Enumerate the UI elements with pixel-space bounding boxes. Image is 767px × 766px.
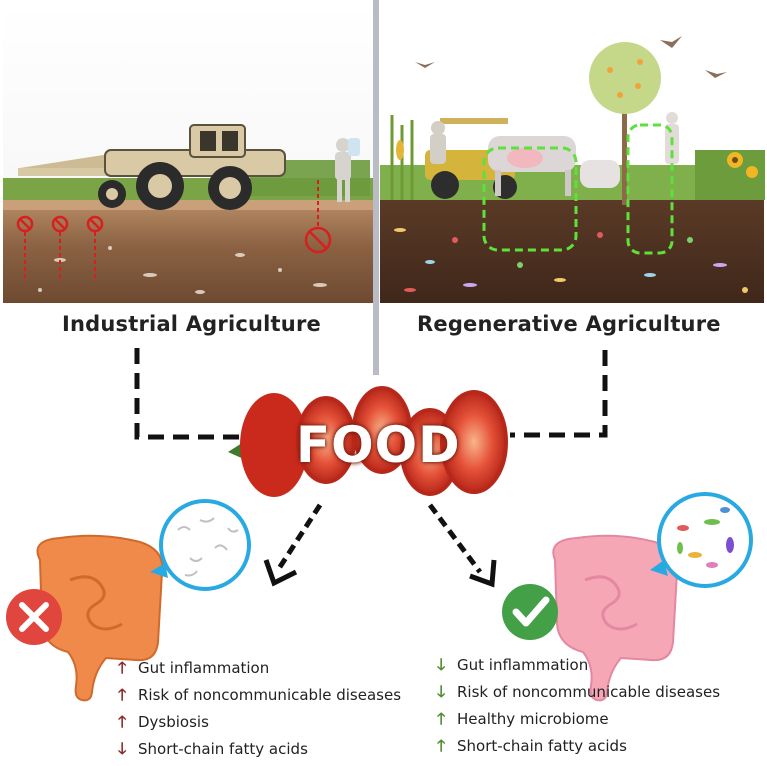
effect-item: 🡑 Healthy microbiome xyxy=(437,709,720,736)
effect-label: Gut inflammation xyxy=(457,656,589,674)
x-icon xyxy=(6,589,62,645)
regenerative-microbe-magnifier xyxy=(650,492,753,588)
corn-plants xyxy=(390,115,414,200)
regenerative-agriculture-heading: Regenerative Agriculture xyxy=(417,312,721,336)
fruit-tree-illustration xyxy=(589,42,661,205)
sprayer-person-illustration xyxy=(335,138,360,202)
regenerative-effects-list: 🡓 Gut inflammation 🡓 Risk of noncommunicabl… xyxy=(437,655,720,763)
nutrient-cycle-loops xyxy=(482,123,674,255)
panel-divider xyxy=(373,0,379,375)
effect-item: 🡓 Risk of noncommunicable diseases xyxy=(437,682,720,709)
cow-illustration xyxy=(488,136,620,196)
arrow-up-icon: 🡑 xyxy=(118,712,127,731)
farmer-illustration xyxy=(430,121,446,164)
effect-label: Gut inflammation xyxy=(138,659,270,677)
dashed-connectors xyxy=(134,348,608,440)
arrow-up-icon: 🡑 xyxy=(118,658,127,677)
food-label: FOOD xyxy=(296,416,461,474)
effect-item: 🡑 Gut inflammation xyxy=(118,658,401,685)
industrial-agriculture-heading: Industrial Agriculture xyxy=(62,312,321,336)
effect-label: Risk of noncommunicable diseases xyxy=(457,683,721,701)
regenerative-scene xyxy=(380,3,765,303)
tomato-slices-illustration xyxy=(228,386,508,497)
regenerative-gut-illustration xyxy=(552,534,679,702)
industrial-scene xyxy=(3,3,373,303)
arrow-up-icon: 🡑 xyxy=(118,685,127,704)
effect-label: Dysbiosis xyxy=(138,713,209,731)
sunflower-plants xyxy=(695,150,765,200)
effect-item: 🡓 Gut inflammation xyxy=(437,655,720,682)
check-icon xyxy=(502,584,558,640)
soil-microbes-abundant xyxy=(394,228,748,293)
prohibition-icons xyxy=(16,215,332,254)
arrow-up-icon: 🡑 xyxy=(437,709,446,728)
effect-label: Risk of noncommunicable diseases xyxy=(138,686,402,704)
tractor-illustration xyxy=(18,124,286,210)
arrow-down-icon: 🡓 xyxy=(118,739,127,758)
arrow-up-icon: 🡑 xyxy=(437,736,446,755)
effect-label: Short-chain fatty acids xyxy=(138,740,308,758)
arrow-down-icon: 🡓 xyxy=(437,655,446,674)
industrial-gut-illustration xyxy=(36,534,164,702)
arrow-down-icon: 🡓 xyxy=(437,682,446,701)
effect-label: Healthy microbiome xyxy=(457,710,609,728)
downward-arrows xyxy=(263,503,497,588)
bird-icons xyxy=(415,36,727,78)
effect-item: 🡑 Short-chain fatty acids xyxy=(437,736,720,763)
effect-label: Short-chain fatty acids xyxy=(457,737,627,755)
chemical-leaching-arrows xyxy=(24,180,319,282)
industrial-effects-list: 🡑 Gut inflammation 🡑 Risk of noncommunicabl… xyxy=(118,658,401,766)
effect-item: 🡑 Risk of noncommunicable diseases xyxy=(118,685,401,712)
effect-item: 🡑 Dysbiosis xyxy=(118,712,401,739)
effect-item: 🡓 Short-chain fatty acids xyxy=(118,739,401,766)
industrial-microbe-magnifier xyxy=(150,499,251,591)
